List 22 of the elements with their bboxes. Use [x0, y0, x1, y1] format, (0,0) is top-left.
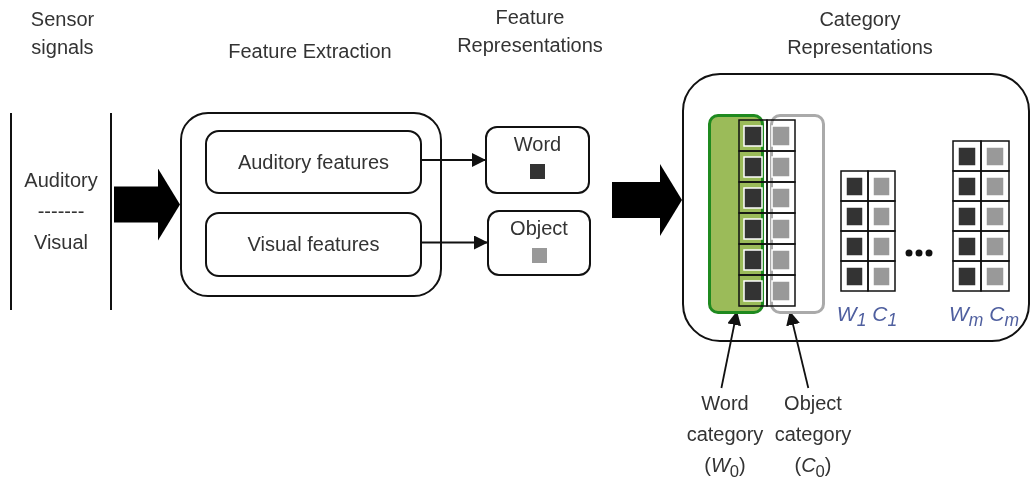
signal-text: Auditory ------- Visual — [23, 168, 99, 255]
box-label: Word — [512, 132, 563, 156]
feature-box — [487, 210, 591, 276]
process-box — [205, 130, 422, 194]
heading-text: Sensor signals — [29, 7, 96, 60]
arrow — [419, 235, 488, 250]
heading-text: Feature Representations — [456, 5, 604, 58]
matrix-label: W$_{m}$ C$_{m}$ — [948, 301, 1020, 333]
leader-arrow — [786, 311, 810, 389]
matrix-label: W$_{1}$ C$_{1}$ — [835, 301, 899, 333]
heading-text: Category Representations — [786, 7, 934, 60]
callout-label: Word category (W$_{0}$) — [685, 391, 765, 483]
feature-box — [485, 126, 590, 194]
block-arrow — [612, 164, 682, 236]
callout-label: Object category (C$_{0}$) — [773, 391, 853, 483]
heading-text: Feature Extraction — [227, 39, 393, 64]
box-label: Visual features — [247, 233, 380, 256]
process-box — [205, 212, 422, 277]
block-arrow — [114, 168, 180, 241]
arrow — [419, 153, 486, 167]
box-label: Object — [509, 216, 569, 240]
box-label: Auditory features — [237, 150, 390, 174]
